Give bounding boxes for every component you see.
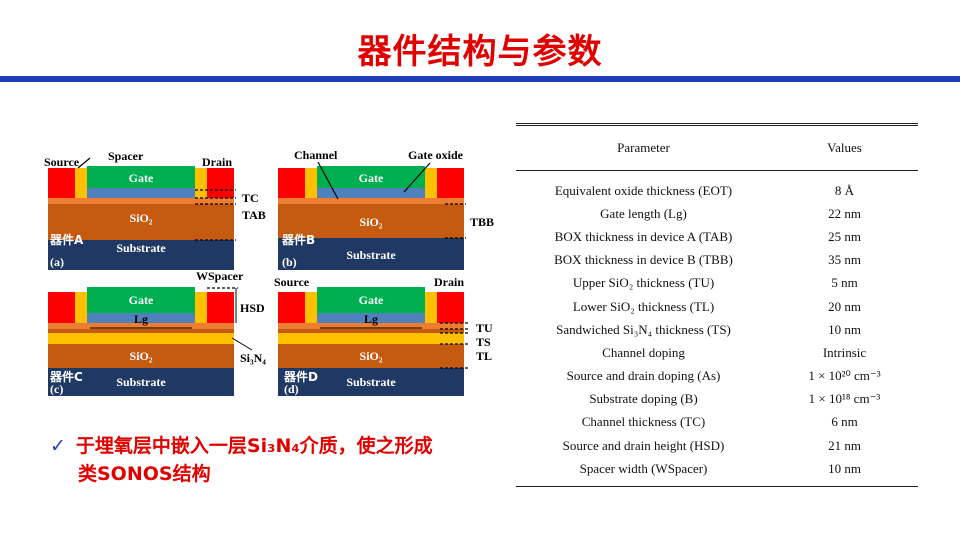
param-cell: Lower SiO₂ thickness (TL) bbox=[572, 298, 715, 314]
substrate-label: Substrate bbox=[116, 375, 166, 389]
wspacer-label: WSpacer bbox=[196, 269, 244, 283]
drain-label: Drain bbox=[434, 275, 464, 289]
device-name: 器件A bbox=[49, 232, 84, 247]
table-row: Sandwiched Si₃N₄ thickness (TS) 10 nm bbox=[516, 318, 918, 341]
lg-label: Lg bbox=[364, 312, 378, 326]
ts-label: TS bbox=[476, 335, 491, 349]
table-row: Source and drain doping (As) 1 × 10²⁰ cm⁻… bbox=[516, 365, 918, 388]
value-cell: 35 nm bbox=[828, 252, 861, 268]
param-cell: Channel doping bbox=[602, 344, 685, 360]
source-label: Source bbox=[44, 155, 80, 169]
table-row: Upper SiO₂ thickness (TU) 5 nm bbox=[516, 272, 918, 295]
hsd-label: HSD bbox=[240, 301, 265, 315]
tu-label: TU bbox=[476, 321, 493, 335]
value-cell: 10 nm bbox=[828, 321, 861, 337]
slide-title: 器件结构与参数 bbox=[357, 32, 603, 72]
param-cell: Source and drain height (HSD) bbox=[562, 437, 725, 453]
value-cell: 5 nm bbox=[831, 275, 858, 291]
panel-b: Gate SiO₂ Substrate 器件B (b) Channel Gate… bbox=[278, 148, 494, 270]
param-cell: Gate length (Lg) bbox=[600, 205, 687, 221]
param-cell: Sandwiched Si₃N₄ thickness (TS) bbox=[556, 321, 731, 337]
sio2-label: SiO₂ bbox=[130, 211, 153, 225]
substrate-label: Substrate bbox=[346, 248, 396, 262]
panel-a: Gate SiO₂ Substrate 器件A (a) Source Space… bbox=[44, 149, 266, 270]
device-name: 器件B bbox=[281, 232, 315, 247]
table-row: Source and drain height (HSD) 21 nm bbox=[516, 434, 918, 457]
note-text-1: 于埋氧层中嵌入一层Si₃N₄介质，使之形成 bbox=[75, 435, 433, 457]
param-cell: Upper SiO₂ thickness (TU) bbox=[572, 275, 715, 291]
tab-label: TAB bbox=[242, 208, 266, 222]
note-line-2: 类SONOS结构 bbox=[78, 463, 211, 485]
value-cell: 8 Å bbox=[834, 182, 855, 198]
gate-label: Gate bbox=[129, 171, 154, 185]
panel-d: Gate Lg SiO₂ Substrate 器件D (d) Source Dr… bbox=[274, 275, 493, 396]
checkmark-icon: ✓ bbox=[50, 435, 66, 457]
drain-label: Drain bbox=[202, 155, 232, 169]
param-cell: BOX thickness in device B (TBB) bbox=[554, 252, 733, 268]
gate-label: Gate bbox=[129, 293, 154, 307]
value-cell: 10 nm bbox=[771, 457, 918, 488]
lg-label: Lg bbox=[134, 312, 148, 326]
value-cell: 22 nm bbox=[828, 205, 861, 221]
table-row: Channel doping Intrinsic bbox=[516, 341, 918, 364]
table-header-row: Parameter Values bbox=[516, 123, 918, 171]
sio2-label: SiO₂ bbox=[360, 349, 383, 363]
header-values: Values bbox=[771, 123, 918, 171]
table-row: Substrate doping (B) 1 × 10¹⁸ cm⁻³ bbox=[516, 388, 918, 411]
channel-label: Channel bbox=[294, 148, 338, 162]
gate-oxide-label: Gate oxide bbox=[408, 148, 464, 162]
tl-label: TL bbox=[476, 349, 492, 363]
title-divider bbox=[0, 76, 960, 82]
source-label: Source bbox=[274, 275, 310, 289]
param-cell: Equivalent oxide thickness (EOT) bbox=[554, 182, 733, 198]
value-cell: 21 nm bbox=[828, 437, 861, 453]
value-cell: 20 nm bbox=[828, 298, 861, 314]
param-cell: Channel thickness (TC) bbox=[581, 414, 706, 430]
device-name: 器件C bbox=[49, 369, 83, 384]
gate-label: Gate bbox=[359, 171, 384, 185]
param-cell: Source and drain doping (As) bbox=[566, 368, 721, 384]
table-row: Gate length (Lg) 22 nm bbox=[516, 202, 918, 225]
table-row: BOX thickness in device A (TAB) 25 nm bbox=[516, 225, 918, 248]
note-line-1: ✓ 于埋氧层中嵌入一层Si₃N₄介质，使之形成 bbox=[50, 432, 490, 460]
param-cell: Substrate doping (B) bbox=[589, 391, 698, 407]
si3n4-label: Si₃N₄ bbox=[240, 351, 266, 365]
sio2-label: SiO₂ bbox=[130, 349, 153, 363]
tbb-label: TBB bbox=[470, 215, 494, 229]
param-cell: BOX thickness in device A (TAB) bbox=[554, 228, 733, 244]
tc-label: TC bbox=[242, 191, 259, 205]
panel-c: Gate Lg SiO₂ Substrate 器件C (c) WSpacer H… bbox=[48, 269, 266, 396]
device-name: 器件D bbox=[283, 369, 318, 384]
sio2-label: SiO₂ bbox=[360, 215, 383, 229]
table-row: Channel thickness (TC) 6 nm bbox=[516, 411, 918, 434]
table-row: BOX thickness in device B (TBB) 35 nm bbox=[516, 249, 918, 272]
table-row: Equivalent oxide thickness (EOT) 8 Å bbox=[516, 171, 918, 203]
gate-label: Gate bbox=[359, 293, 384, 307]
value-cell: Intrinsic bbox=[822, 344, 867, 360]
value-cell: 1 × 10¹⁸ cm⁻³ bbox=[808, 391, 881, 407]
value-cell: 6 nm bbox=[831, 414, 858, 430]
table-row: Lower SiO₂ thickness (TL) 20 nm bbox=[516, 295, 918, 318]
substrate-label: Substrate bbox=[346, 375, 396, 389]
value-cell: 1 × 10²⁰ cm⁻³ bbox=[808, 368, 881, 384]
table-row: Spacer width (WSpacer)10 nm bbox=[516, 457, 918, 488]
substrate-label: Substrate bbox=[116, 241, 166, 255]
panel-letter: (c) bbox=[50, 382, 63, 396]
spacer-label: Spacer bbox=[108, 149, 144, 163]
param-cell: Spacer width (WSpacer) bbox=[516, 457, 771, 488]
panel-letter: (d) bbox=[284, 382, 299, 396]
conclusion-note: ✓ 于埋氧层中嵌入一层Si₃N₄介质，使之形成 类SONOS结构 bbox=[50, 432, 490, 488]
value-cell: 25 nm bbox=[828, 228, 861, 244]
header-parameter: Parameter bbox=[516, 123, 771, 171]
panel-letter: (a) bbox=[50, 255, 64, 269]
panel-letter: (b) bbox=[282, 255, 297, 269]
parameter-table: Parameter Values Equivalent oxide thickn… bbox=[516, 123, 918, 488]
